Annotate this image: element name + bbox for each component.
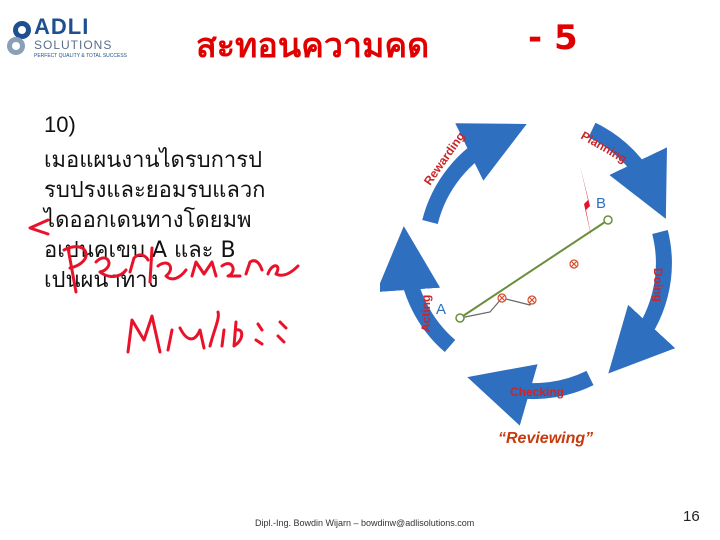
checking-arrow <box>467 364 594 426</box>
doing-arrow <box>608 230 676 374</box>
point-a-label: A <box>436 301 446 318</box>
adli-logo: ADLI SOLUTIONS PERFECT QUALITY & TOTAL S… <box>6 14 136 68</box>
ink-scribble-5 <box>232 320 244 348</box>
slide-title: สะทอนความคด <box>196 26 430 66</box>
actual-path-line <box>459 297 533 319</box>
page-number: 16 <box>683 508 700 525</box>
ink-mark-1 <box>254 322 264 346</box>
slide-title-number: - 5 <box>528 18 578 58</box>
pdca-cycle-diagram: B A Rewarding Planning Doing Checking Ac… <box>380 122 676 426</box>
ink-letter-m <box>126 314 162 354</box>
body-line-3: ไดออกเดนทางโดยมพ <box>44 208 252 233</box>
rewarding-arrow <box>422 123 527 225</box>
planned-path-line <box>459 219 609 319</box>
lightning-bolt-icon <box>580 166 592 240</box>
bullet-number: 10) <box>44 112 76 137</box>
footer-credit: Dipl.-Ing. Bowdin Wijarn – bowdinw@adlis… <box>255 518 475 528</box>
body-line-5: เปนผนาทาง <box>44 268 159 293</box>
logo-emblem-icon <box>7 21 31 55</box>
checking-label: Checking <box>510 385 564 399</box>
logo-tagline: PERFECT QUALITY & TOTAL SUCCESS <box>34 53 127 59</box>
logo-name: ADLI <box>34 14 90 39</box>
reviewing-caption: “Reviewing” <box>498 430 594 447</box>
ink-scribble-4 <box>166 310 226 352</box>
acting-label: Acting <box>419 295 433 332</box>
body-line-1: เมอแผนงานไดรบการป <box>44 148 263 173</box>
point-a-marker <box>455 313 465 323</box>
doing-label: Doing <box>651 268 665 302</box>
ink-mark-2 <box>276 320 288 344</box>
deviation-marks <box>497 259 579 305</box>
point-b-marker <box>603 215 613 225</box>
acting-arrow <box>380 226 456 353</box>
body-line-2: รบปรงและยอมรบแลวก <box>44 178 266 203</box>
point-b-label: B <box>596 195 606 212</box>
planning-arrow <box>588 122 667 219</box>
logo-subtitle: SOLUTIONS <box>34 38 113 52</box>
